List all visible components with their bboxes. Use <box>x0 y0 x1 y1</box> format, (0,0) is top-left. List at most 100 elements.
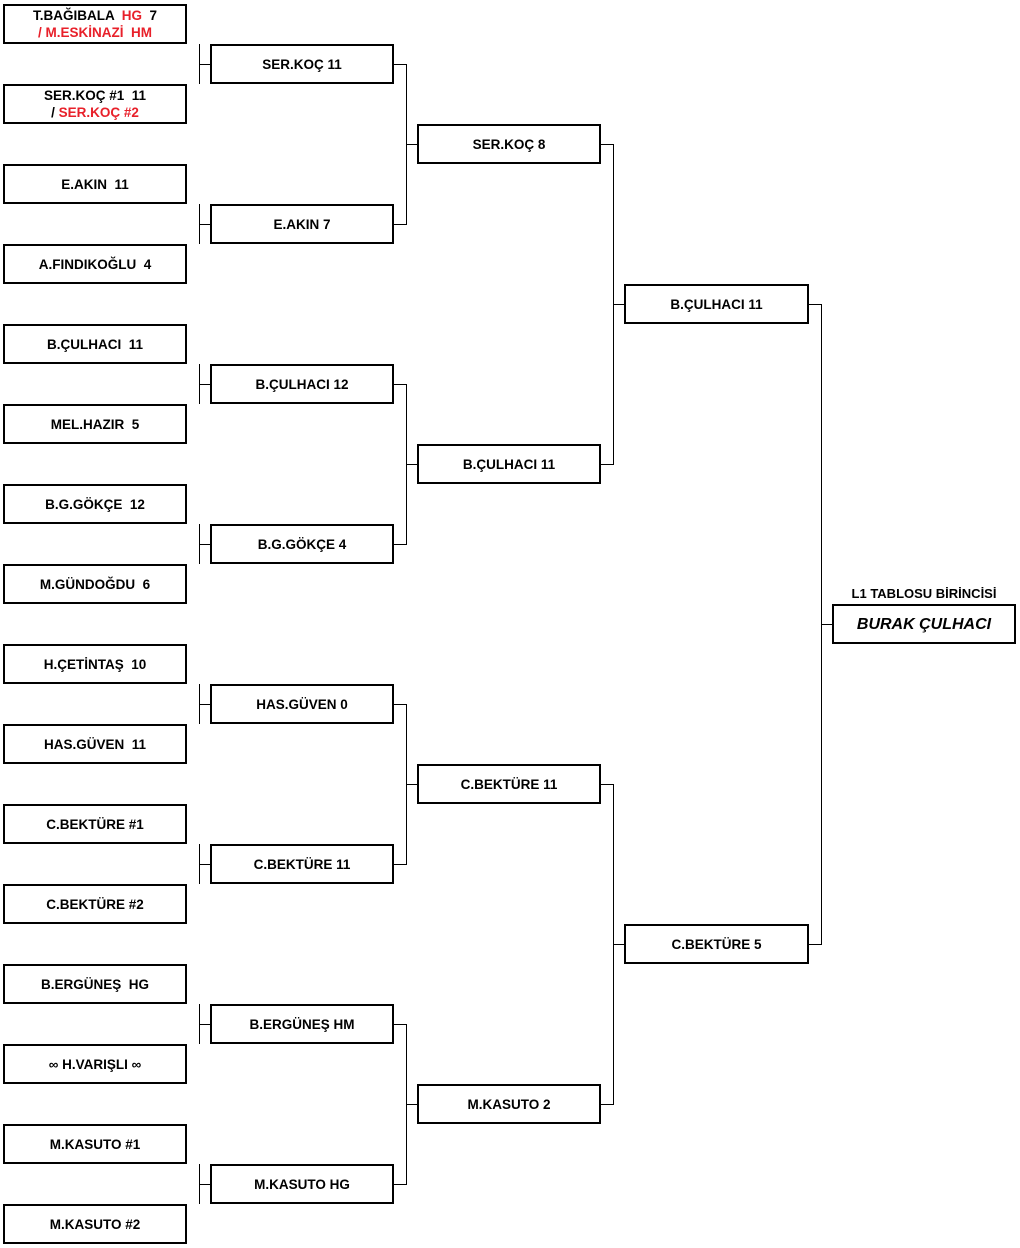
entry-line1: C.BEKTÜRE #1 <box>46 816 144 833</box>
connector-line <box>199 64 210 65</box>
entry-line2: / M.ESKİNAZİ HM <box>38 24 152 41</box>
entry-line1: A.FINDIKOĞLU 4 <box>39 256 152 273</box>
entry-line1: B.ERGÜNEŞ HG <box>41 976 149 993</box>
connector-line <box>394 384 406 385</box>
entry-segment: / M.ESKİNAZİ HM <box>38 25 152 40</box>
connector-line <box>406 144 417 145</box>
entry-label: E.AKIN 7 <box>273 216 331 232</box>
entry-line1: ∞ H.VARIŞLI ∞ <box>49 1056 142 1073</box>
connector-line <box>199 1184 210 1185</box>
entry-line1: M.KASUTO #1 <box>50 1136 141 1153</box>
connector-line <box>394 1184 406 1185</box>
connector-line <box>199 544 210 545</box>
connector-line <box>613 944 624 945</box>
connector-line <box>394 64 406 65</box>
entry-segment: 7 <box>141 8 157 23</box>
entry-segment: H.ÇETİNTAŞ 10 <box>43 656 147 672</box>
entry-label: SER.KOÇ 11 <box>262 56 342 72</box>
connector-line <box>601 784 613 785</box>
winner-box: BURAK ÇULHACI <box>832 604 1016 644</box>
connector-line <box>394 224 406 225</box>
entry-segment: SER.KOÇ #1 11 <box>43 88 147 103</box>
entry-segment: T.BAĞIBALA <box>32 8 122 23</box>
connector-line <box>199 384 210 385</box>
entry-label: SER.KOÇ 8 <box>472 136 546 152</box>
entry-line2: / SER.KOÇ #2 <box>51 104 139 121</box>
entry-line1: HAS.GÜVEN 11 <box>44 736 146 753</box>
entry-segment: MEL.HAZIR 5 <box>50 416 140 432</box>
bracket-box-1-9: H.ÇETİNTAŞ 10 <box>3 644 187 684</box>
entry-label: B.G.GÖKÇE 4 <box>257 536 347 552</box>
entry-line1: H.ÇETİNTAŞ 10 <box>44 656 147 673</box>
bracket-box-1-1: T.BAĞIBALA HG 7/ M.ESKİNAZİ HM <box>3 4 187 44</box>
bracket-box-1-7: B.G.GÖKÇE 12 <box>3 484 187 524</box>
entry-segment: HAS.GÜVEN 11 <box>43 736 147 752</box>
connector-line <box>809 944 821 945</box>
connector-line <box>394 704 406 705</box>
connector-line <box>406 464 417 465</box>
bracket-box-1-2: SER.KOÇ #1 11/ SER.KOÇ #2 <box>3 84 187 124</box>
bracket-box-2-3: B.ÇULHACI 12 <box>210 364 394 404</box>
entry-line1: T.BAĞIBALA HG 7 <box>33 7 157 24</box>
entry-label: M.KASUTO 2 <box>467 1096 551 1112</box>
bracket-box-1-12: C.BEKTÜRE #2 <box>3 884 187 924</box>
bracket-box-2-8: M.KASUTO HG <box>210 1164 394 1204</box>
bracket-box-4-1: B.ÇULHACI 11 <box>624 284 809 324</box>
entry-segment: C.BEKTÜRE #1 <box>46 816 144 832</box>
entry-segment: M.KASUTO #1 <box>49 1136 141 1152</box>
connector-line <box>199 864 210 865</box>
bracket-box-1-6: MEL.HAZIR 5 <box>3 404 187 444</box>
bracket-box-1-11: C.BEKTÜRE #1 <box>3 804 187 844</box>
entry-segment: E.AKIN 11 <box>61 176 129 192</box>
entry-line1: M.GÜNDOĞDU 6 <box>40 576 150 593</box>
entry-label: C.BEKTÜRE 11 <box>460 776 558 792</box>
connector-line <box>394 544 406 545</box>
entry-segment: M.KASUTO #2 <box>49 1216 141 1232</box>
entry-label: C.BEKTÜRE 11 <box>253 856 351 872</box>
entry-segment: B.ÇULHACI 11 <box>46 336 144 352</box>
connector-line <box>406 1104 417 1105</box>
connector-line <box>199 704 210 705</box>
bracket-box-2-6: C.BEKTÜRE 11 <box>210 844 394 884</box>
connector-line <box>406 784 417 785</box>
bracket-box-1-14: ∞ H.VARIŞLI ∞ <box>3 1044 187 1084</box>
connector-line <box>601 464 613 465</box>
entry-line1: B.G.GÖKÇE 12 <box>45 496 145 513</box>
entry-line1: E.AKIN 11 <box>61 176 129 193</box>
entry-label: M.KASUTO HG <box>254 1176 350 1192</box>
connector-line <box>809 304 821 305</box>
bracket-box-2-7: B.ERGÜNEŞ HM <box>210 1004 394 1044</box>
entry-line1: MEL.HAZIR 5 <box>51 416 140 433</box>
entry-label: B.ÇULHACI 12 <box>255 376 349 392</box>
connector-line <box>199 1024 210 1025</box>
bracket-box-2-1: SER.KOÇ 11 <box>210 44 394 84</box>
bracket-box-1-15: M.KASUTO #1 <box>3 1124 187 1164</box>
connector-line <box>199 224 210 225</box>
bracket-box-1-10: HAS.GÜVEN 11 <box>3 724 187 764</box>
entry-segment: SER.KOÇ #2 <box>58 105 139 120</box>
bracket-box-2-5: HAS.GÜVEN 0 <box>210 684 394 724</box>
entry-segment: HG <box>121 8 142 23</box>
bracket-box-2-4: B.G.GÖKÇE 4 <box>210 524 394 564</box>
entry-label: C.BEKTÜRE 5 <box>671 936 762 952</box>
bracket-box-2-2: E.AKIN 7 <box>210 204 394 244</box>
bracket-box-4-2: C.BEKTÜRE 5 <box>624 924 809 964</box>
bracket-box-3-3: C.BEKTÜRE 11 <box>417 764 601 804</box>
entry-segment: / <box>51 105 59 120</box>
entry-segment: M.GÜNDOĞDU 6 <box>39 576 151 592</box>
entry-label: B.ÇULHACI 11 <box>462 456 556 472</box>
entry-line1: C.BEKTÜRE #2 <box>46 896 144 913</box>
entry-line1: B.ÇULHACI 11 <box>47 336 143 353</box>
entry-segment: A.FINDIKOĞLU 4 <box>38 256 152 272</box>
entry-segment: B.ERGÜNEŞ HG <box>40 976 149 992</box>
entry-line1: SER.KOÇ #1 11 <box>44 87 146 104</box>
connector-line <box>613 304 624 305</box>
connector-line <box>821 624 832 625</box>
bracket-box-1-13: B.ERGÜNEŞ HG <box>3 964 187 1004</box>
entry-label: B.ERGÜNEŞ HM <box>249 1016 355 1032</box>
connector-line <box>394 864 406 865</box>
bracket-box-3-4: M.KASUTO 2 <box>417 1084 601 1124</box>
bracket-box-1-4: A.FINDIKOĞLU 4 <box>3 244 187 284</box>
bracket-box-3-1: SER.KOÇ 8 <box>417 124 601 164</box>
bracket-box-1-3: E.AKIN 11 <box>3 164 187 204</box>
